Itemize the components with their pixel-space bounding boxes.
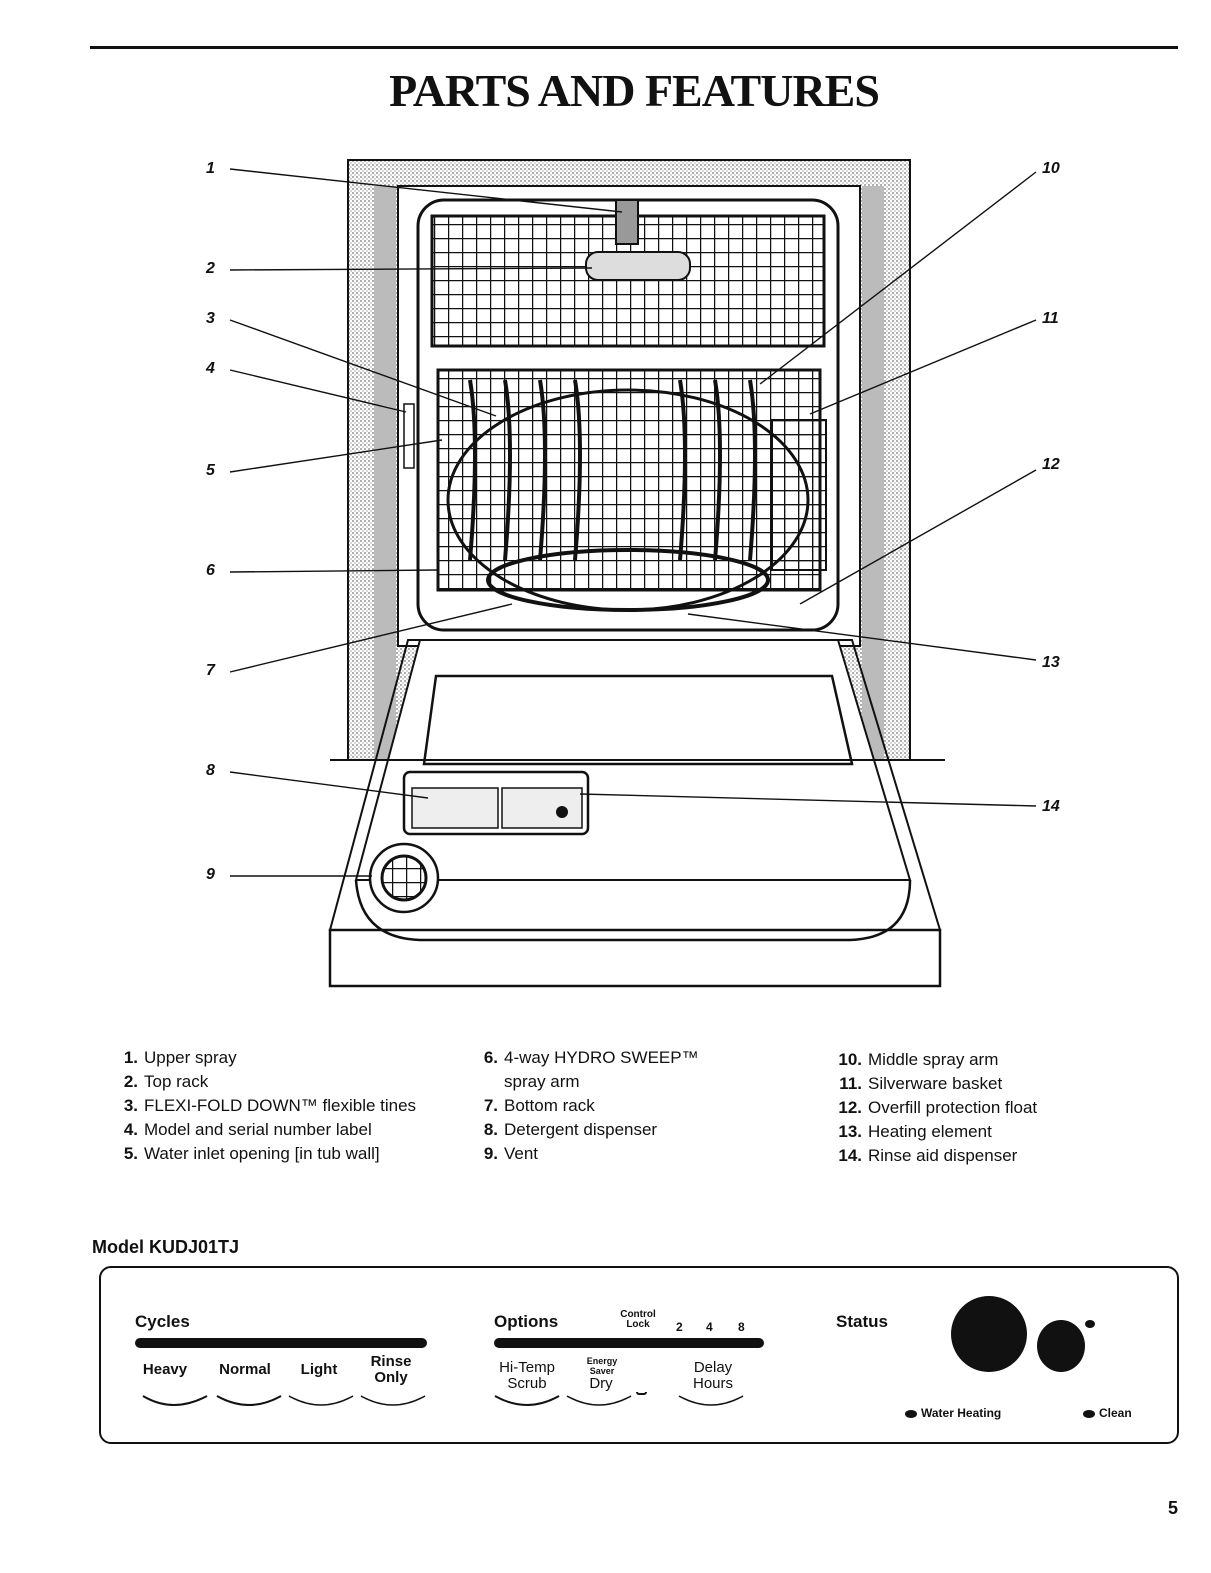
delay-hours-4: 4 [706, 1320, 713, 1334]
legend-item: 5.Water inlet opening [in tub wall] [123, 1144, 380, 1163]
cycle-heavy-button[interactable] [142, 1395, 208, 1406]
legend-item: 8.Detergent dispenser [483, 1120, 658, 1139]
status-label: Status [836, 1312, 888, 1331]
cycle-light-label: Light [300, 1361, 338, 1378]
legend-item: 14.Rinse aid dispenser [838, 1146, 1018, 1165]
page-title: PARTS AND FEATURES [389, 65, 880, 116]
callout-1: 1 [206, 160, 215, 177]
option-dry-label: Dry [589, 1375, 613, 1392]
cycle-rinse-only-label: Rinse Only [370, 1353, 412, 1386]
option-delay-hours-label: Delay Hours [692, 1359, 733, 1392]
option-energy-saver-label: Energy Saver [586, 1356, 618, 1376]
callout-8: 8 [206, 762, 215, 779]
legend-item: 4.Model and serial number label [123, 1120, 372, 1139]
legend-item: 11.Silverware basket [839, 1074, 1003, 1093]
legend-item: 12.Overfill protection float [838, 1098, 1038, 1117]
model-title: Model KUDJ01TJ [92, 1237, 240, 1257]
callout-12: 12 [1042, 456, 1060, 473]
cycles-label: Cycles [135, 1312, 190, 1331]
control-panel: Cycles Heavy Normal Light Rinse Only Opt… [99, 1266, 1179, 1444]
legend-item: 10.Middle spray arm [838, 1050, 999, 1069]
cycle-light-button[interactable] [288, 1395, 354, 1406]
clean-indicator: Clean [1083, 1406, 1132, 1420]
callout-4: 4 [206, 360, 215, 377]
page-number: 5 [1168, 1498, 1179, 1518]
cycle-normal-label: Normal [219, 1361, 271, 1378]
delay-hours-8: 8 [738, 1320, 745, 1334]
legend-item: 1.Upper spray [123, 1048, 237, 1067]
lock-icon [636, 1392, 647, 1395]
callout-11: 11 [1042, 310, 1059, 327]
water-heating-light [951, 1296, 1027, 1372]
callout-5: 5 [206, 462, 215, 479]
callout-14: 14 [1042, 798, 1060, 815]
legend-item: 2.Top rack [123, 1072, 209, 1091]
callout-7: 7 [206, 662, 215, 679]
indicator-dot [905, 1409, 917, 1418]
clean-light [1037, 1320, 1085, 1372]
cycle-normal-button[interactable] [216, 1395, 282, 1406]
indicator-dot [1083, 1409, 1095, 1418]
clean-light-dot [1085, 1320, 1095, 1328]
legend-item: 3.FLEXI-FOLD DOWN™ flexible tines [123, 1096, 417, 1115]
cycle-rinse-only-button[interactable] [360, 1395, 426, 1406]
callout-6: 6 [206, 562, 215, 579]
legend-column-1: 1.Upper spray 2.Top rack 3.FLEXI-FOLD DO… [108, 1046, 416, 1166]
legend-item: 7.Bottom rack [483, 1096, 595, 1115]
legend-column-2: 6.4-way HYDRO SWEEP™ spray arm 7.Bottom … [468, 1046, 699, 1166]
legend-item: 9.Vent [483, 1144, 539, 1163]
dishwasher-illustration [229, 159, 1037, 988]
option-hi-temp-scrub-button[interactable] [494, 1395, 560, 1406]
option-energy-saver-dry-button[interactable] [566, 1395, 632, 1406]
option-buttons [494, 1392, 744, 1406]
options-bar [494, 1338, 764, 1348]
control-lock-label: Control Lock [620, 1309, 656, 1330]
option-hi-temp-scrub-label: Hi-Temp Scrub [499, 1359, 555, 1392]
legend-item: 6.4-way HYDRO SWEEP™ spray arm [483, 1048, 699, 1091]
delay-hours-2: 2 [676, 1320, 683, 1334]
cycle-buttons [142, 1395, 426, 1406]
callout-3: 3 [206, 310, 215, 327]
legend-column-3: 10.Middle spray arm 11.Silverware basket… [832, 1048, 1037, 1168]
dishwasher-diagram: 1 2 3 4 5 6 7 8 9 10 11 12 13 14 [0, 140, 1211, 1010]
legend-item: 13.Heating element [838, 1122, 992, 1141]
cycles-bar [135, 1338, 427, 1348]
callout-9: 9 [206, 866, 215, 883]
callout-13: 13 [1042, 654, 1060, 671]
option-delay-hours-button[interactable] [678, 1395, 744, 1406]
top-rule [90, 46, 1178, 49]
callout-2: 2 [206, 260, 215, 277]
callout-10: 10 [1042, 160, 1060, 177]
water-heating-indicator: Water Heating [905, 1406, 1001, 1420]
options-label: Options [494, 1312, 559, 1331]
cycle-heavy-label: Heavy [142, 1361, 188, 1378]
